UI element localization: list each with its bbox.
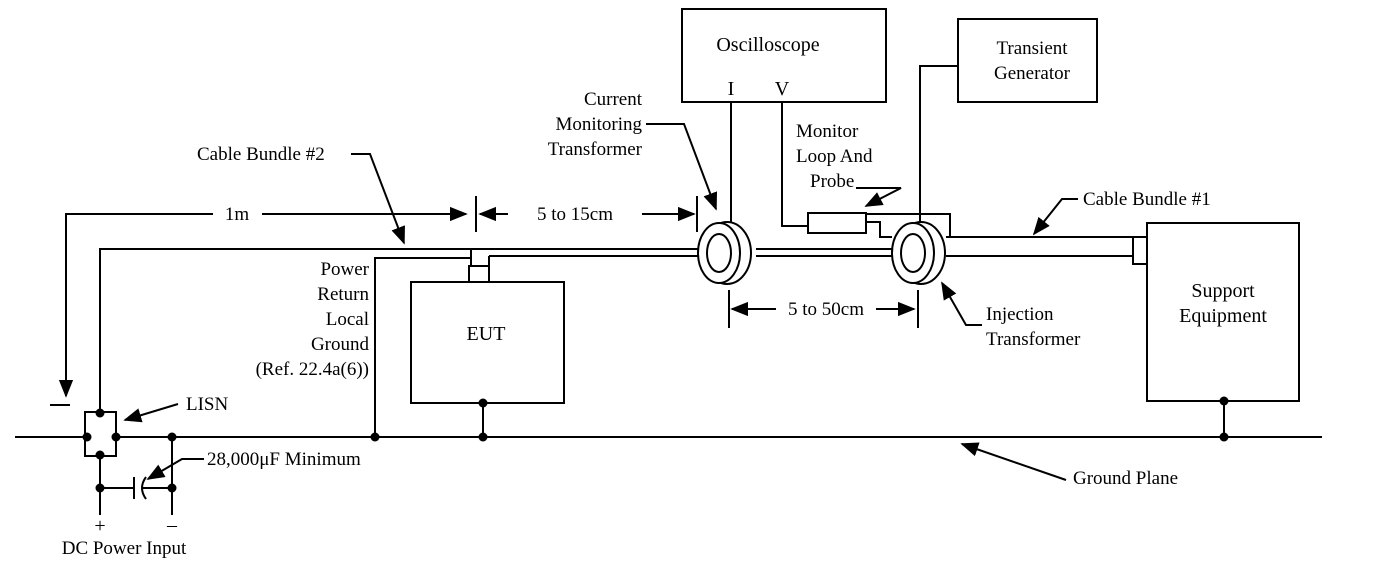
plus-label: + [94,515,105,537]
dim-1m [58,213,213,398]
power-label-3: Local [326,309,369,330]
injection-transformer [891,221,946,285]
junction-dots [82,396,1229,493]
injection-leader [941,281,982,326]
injection-label-2: Transformer [986,329,1081,350]
dc-power-label: DC Power Input [62,538,187,559]
current-label-3: Transformer [548,139,643,160]
eut-connector [468,265,490,283]
monitor-label-2: Loop And [796,146,873,167]
injection-label-1: Injection [986,304,1054,325]
oscilloscope-label: Oscilloscope [716,34,819,56]
current-label-2: Monitoring [555,114,642,135]
cable-bundle-2-label: Cable Bundle #2 [197,144,325,165]
power-label-2: Return [317,284,369,305]
lisn-label: LISN [186,394,229,415]
power-label-1: Power [320,259,369,280]
current-leader [646,123,718,211]
monitor-label-1: Monitor [796,121,859,142]
eut-box [410,281,565,404]
oscilloscope-v-label: V [775,78,790,100]
capacitor-leader [146,458,204,480]
probe-leader [856,187,902,207]
cable1-leader [1032,198,1078,236]
minus-label: – [166,514,178,536]
current-monitoring-transformer [697,221,752,285]
ground-plane-leader [960,442,1067,481]
cable-bundle-2-line [99,248,471,410]
cable-bundle-1-label: Cable Bundle #1 [1083,189,1211,210]
dim-5-50-label: 5 to 50cm [788,299,864,320]
power-label-5: (Ref. 22.4a(6)) [256,359,369,380]
eut-label: EUT [467,323,506,345]
power-label-4: Ground [311,334,370,355]
oscilloscope-v-lead [781,102,808,227]
dim-5-15-label: 5 to 15cm [537,204,613,225]
current-label-1: Current [584,89,643,110]
monitor-probe-box [807,212,867,234]
dim-1m-label: 1m [225,204,250,225]
power-return-wire [374,257,471,437]
transient-label-2: Generator [994,63,1071,84]
support-label-2: Equipment [1179,305,1267,327]
capacitor-label: 28,000μF Minimum [207,449,361,470]
oscilloscope-i-label: I [728,78,735,100]
transient-generator-box [957,18,1098,103]
transient-label-1: Transient [996,38,1068,59]
cable2-leader [351,153,405,245]
transient-generator-lead [919,65,958,222]
support-connector [1132,236,1148,265]
lisn-leader [123,403,179,423]
oscilloscope-box [681,8,887,103]
monitor-label-3: Probe [810,171,854,192]
support-label-1: Support [1191,280,1255,302]
ground-plane-label: Ground Plane [1073,468,1178,489]
